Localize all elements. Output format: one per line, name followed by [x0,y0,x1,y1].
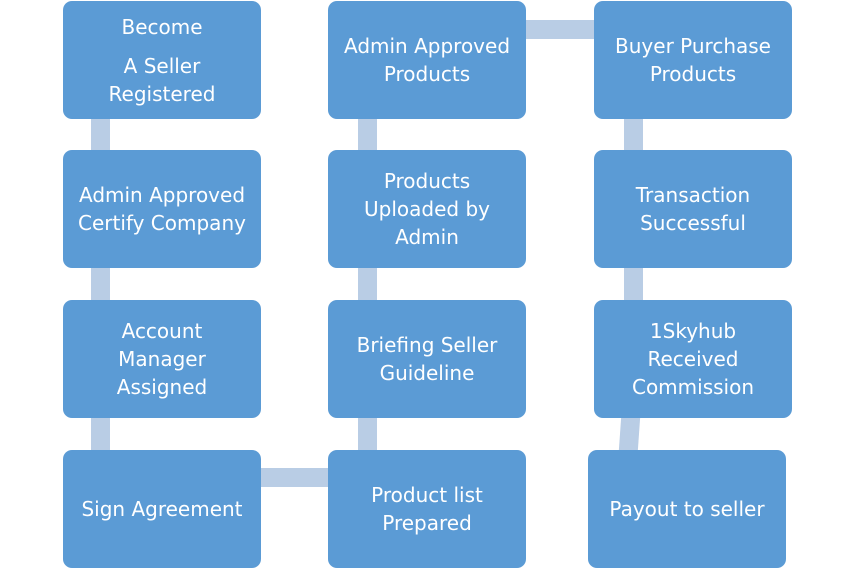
step-box-sign-agreement: Sign Agreement [63,450,261,568]
step-box-become-seller: Become A Seller Registered [63,1,261,119]
connector-step3-step4 [91,418,110,450]
connector-step4-step5 [260,468,328,487]
connector-step9-step10 [624,118,643,150]
step-label-line: Successful [640,211,746,235]
step-label-line: Uploaded by [364,197,490,221]
step-label-line: A Seller [123,53,201,78]
step-box-account-manager: Account Manager Assigned [63,300,261,418]
step-label-line: Assigned [116,375,208,399]
step-label-line: Products [383,62,471,86]
connector-step11-step12 [618,418,641,450]
connector-step5-step6 [358,418,377,450]
step-label-line: Received [647,347,739,371]
step-label-line: Payout to seller [609,497,765,521]
step-box-products-uploaded: Products Uploaded by Admin [328,150,526,268]
step-label-line: Registered [108,81,216,106]
step-box-admin-approved-company: Admin Approved Certify Company [63,150,261,268]
step-label-line: Product list [371,483,483,507]
step-label-line: Admin Approved [78,183,246,207]
step-label-line: Admin Approved [343,34,511,58]
step-label-line: Admin [395,225,459,249]
connector-step6-step7 [358,268,377,300]
step-label-line: Products [649,62,737,86]
step-box-transaction-successful: Transaction Successful [594,150,792,268]
step-label-line: Briefing Seller [356,333,498,357]
step-label-line: Account [121,319,203,343]
step-box-payout: Payout to seller [588,450,786,568]
step-label-line: Manager [118,347,206,371]
step-label-line: Buyer Purchase [615,34,771,58]
connector-step1-step2 [91,118,110,150]
connector-step10-step11 [624,268,643,300]
step-label-line: Transaction [635,183,751,207]
step-box-product-list: Product list Prepared [328,450,526,568]
step-box-buyer-purchase: Buyer Purchase Products [594,1,792,119]
step-box-admin-approved-products: Admin Approved Products [328,1,526,119]
connector-step8-step9 [526,20,594,39]
step-box-commission: 1Skyhub Received Commission [594,300,792,418]
step-label-line: Products [383,169,471,193]
step-label-line: Prepared [382,511,472,535]
step-label-line: 1Skyhub [649,319,737,343]
connector-step2-step3 [91,268,110,300]
step-label-line: Sign Agreement [81,497,243,521]
step-box-briefing-seller: Briefing Seller Guideline [328,300,526,418]
step-label-line: Become [121,14,203,39]
step-label-line: Commission [631,375,755,399]
step-label-line: Guideline [379,361,475,385]
step-label-line: Certify Company [78,211,246,235]
connector-step7-step8 [358,118,377,150]
